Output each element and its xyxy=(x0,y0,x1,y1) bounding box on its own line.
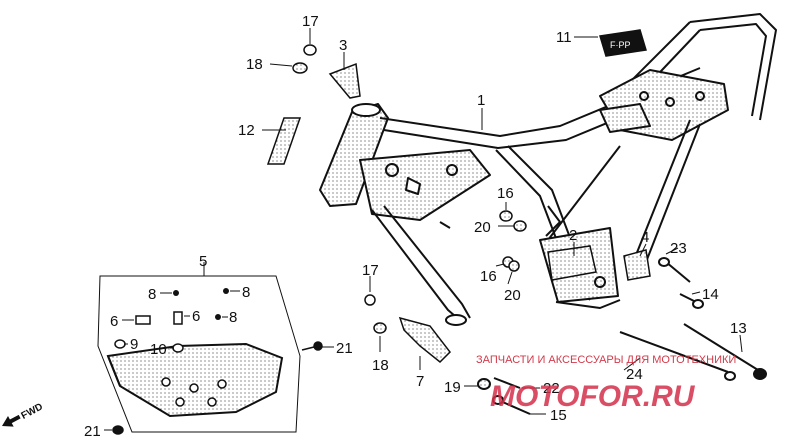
callout-3: 3 xyxy=(339,37,347,54)
callout-22: 22 xyxy=(543,380,560,397)
callout-8a: 8 xyxy=(148,286,156,303)
callout-14: 14 xyxy=(702,286,719,303)
callout-8c: 8 xyxy=(229,309,237,326)
fwd-arrow: FWD xyxy=(2,401,45,427)
watermark-caption: ЗАПЧАСТИ И АКСЕССУАРЫ ДЛЯ МОТОТЕХНИКИ xyxy=(476,354,736,366)
callout-18b: 18 xyxy=(372,357,389,374)
callout-16a: 16 xyxy=(497,185,514,202)
part-3-bracket xyxy=(328,62,361,99)
part-17-18-mid xyxy=(364,294,387,334)
bolt-21 xyxy=(301,341,323,351)
part-4-plate xyxy=(623,249,651,281)
callout-20b: 20 xyxy=(504,287,521,304)
part-11-plate: F·PP xyxy=(599,29,647,57)
callout-18a: 18 xyxy=(246,56,263,73)
watermark-logo: MOTOFOR.RU xyxy=(490,380,696,413)
callout-8b: 8 xyxy=(242,284,250,301)
callout-21a: 21 xyxy=(336,340,353,357)
callout-12: 12 xyxy=(238,122,255,139)
callout-21b: 21 xyxy=(84,423,101,440)
callout-7: 7 xyxy=(416,373,424,390)
long-bolts-13-24 xyxy=(619,323,767,381)
nuts-16-20 xyxy=(499,210,527,272)
main-frame xyxy=(319,13,777,326)
callout-11: 11 xyxy=(556,29,572,46)
callout-10: 10 xyxy=(150,341,167,358)
watermark: ЗАПЧАСТИ И АКСЕССУАРЫ ДЛЯ МОТОТЕХНИКИ MO… xyxy=(476,354,736,413)
callout-4: 4 xyxy=(641,229,649,246)
part-17-18-top xyxy=(292,44,317,74)
callout-6a: 6 xyxy=(110,313,118,330)
fwd-label: FWD xyxy=(20,401,45,421)
callout-9: 9 xyxy=(130,336,138,353)
part-12-strip xyxy=(266,117,302,165)
callout-2: 2 xyxy=(569,227,577,244)
callout-17b: 17 xyxy=(362,262,379,279)
part-2-bracket xyxy=(547,245,597,281)
bolts-19-22-15 xyxy=(477,377,531,415)
callout-15: 15 xyxy=(550,407,567,424)
bolt-21-bottom xyxy=(112,425,124,435)
callout-19: 19 xyxy=(444,379,461,396)
callout-17a: 17 xyxy=(302,13,319,30)
skid-plate-group xyxy=(97,275,301,433)
callout-20a: 20 xyxy=(474,219,491,236)
callout-24: 24 xyxy=(626,366,643,383)
callout-16b: 16 xyxy=(480,268,497,285)
callout-labels: 1 2 3 4 5 6 6 7 8 8 8 9 10 11 12 13 14 1… xyxy=(84,13,747,440)
leader-lines xyxy=(104,28,743,431)
callout-6b: 6 xyxy=(192,308,200,325)
callout-1: 1 xyxy=(477,92,485,109)
callout-13: 13 xyxy=(730,320,747,337)
bolts-23-14 xyxy=(658,257,704,309)
callout-5: 5 xyxy=(199,253,207,270)
callout-23: 23 xyxy=(670,240,687,257)
svg-text:F·PP: F·PP xyxy=(610,40,631,50)
part-7-bracket xyxy=(398,316,451,364)
